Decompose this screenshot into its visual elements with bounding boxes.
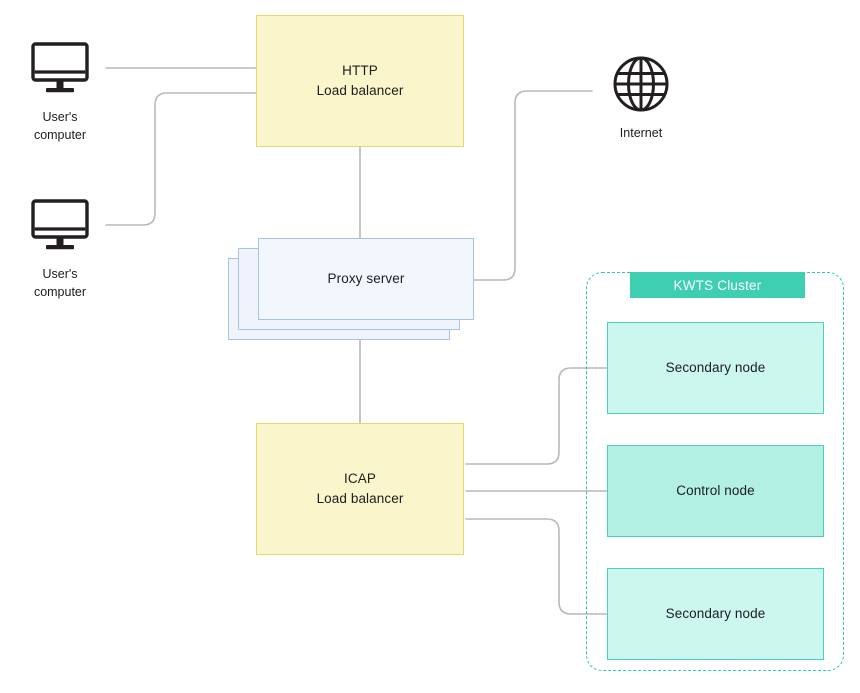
cluster-node-secondary-top[interactable]: Secondary node (607, 322, 824, 414)
proxy-server-stack[interactable]: Proxy server (228, 238, 478, 348)
endpoint-user-computer-top: User's computer (21, 38, 99, 144)
endpoint-internet: Internet (600, 52, 682, 143)
endpoint-caption: User's computer (33, 267, 87, 299)
monitor-icon (31, 42, 89, 93)
icap-load-balancer-box[interactable]: ICAP Load balancer (256, 423, 464, 555)
icap-load-balancer-label: ICAP Load balancer (316, 471, 404, 506)
cluster-node-label: Secondary node (665, 360, 766, 376)
endpoint-user-computer-bottom: User's computer (21, 195, 99, 301)
kwts-cluster-badge: KWTS Cluster (630, 272, 805, 298)
cluster-node-secondary-bottom[interactable]: Secondary node (607, 568, 824, 660)
http-load-balancer-box[interactable]: HTTP Load balancer (256, 15, 464, 147)
cluster-node-label: Secondary node (665, 606, 766, 622)
proxy-server-box[interactable]: Proxy server (258, 238, 474, 320)
cluster-node-label: Control node (676, 483, 755, 499)
proxy-server-label: Proxy server (327, 271, 405, 287)
http-load-balancer-label: HTTP Load balancer (316, 63, 404, 98)
kwts-cluster-badge-label: KWTS Cluster (673, 277, 762, 293)
wire-user-bottom-to-http (105, 92, 257, 226)
cluster-node-control[interactable]: Control node (607, 445, 824, 537)
monitor-icon (31, 199, 89, 250)
endpoint-caption: Internet (619, 126, 663, 140)
endpoint-caption: User's computer (33, 110, 87, 142)
wire-proxy-to-internet (473, 90, 593, 281)
globe-icon (613, 56, 669, 112)
